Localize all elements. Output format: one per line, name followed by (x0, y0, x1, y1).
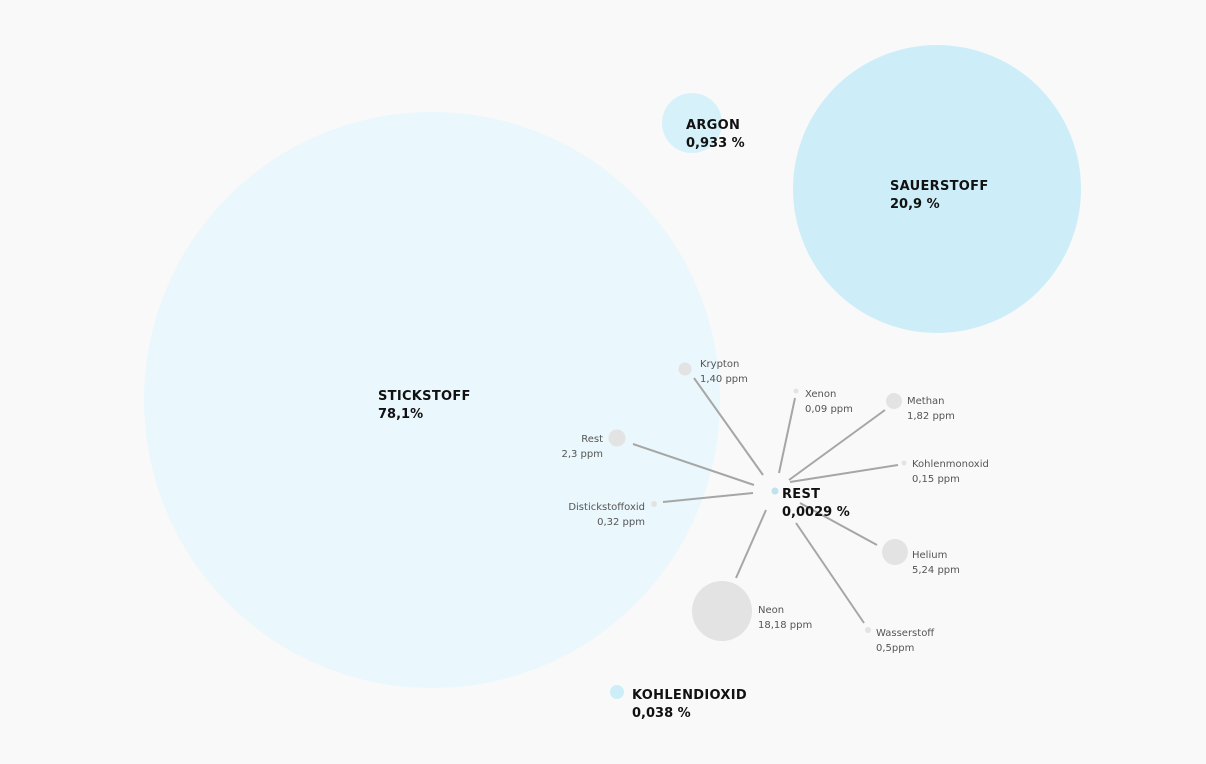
label-xenon-value: 0,09 ppm (805, 404, 853, 415)
label-methan-name: Methan (907, 396, 945, 407)
bubble-helium (882, 539, 908, 565)
spokes-layer (632, 377, 899, 624)
spoke-krypton (693, 377, 764, 476)
label-distickstoffoxid-value: 0,32 ppm (597, 517, 645, 528)
label-helium-value: 5,24 ppm (912, 565, 960, 576)
label-helium-name: Helium (912, 550, 947, 561)
bubble-sauerstoff (793, 45, 1081, 333)
spoke-neon (735, 509, 767, 579)
label-sauerstoff-name: SAUERSTOFF (890, 179, 989, 194)
spoke-xenon (778, 397, 796, 474)
circles-layer (144, 45, 1081, 699)
label-neon-value: 18,18 ppm (758, 620, 812, 631)
labels-layer: STICKSTOFF 78,1% SAUERSTOFF 20,9 % ARGON 0,93… (378, 118, 989, 721)
bubble-neon (692, 581, 752, 641)
bubble-stickstoff (144, 112, 720, 688)
label-kohlenmonoxid-name: Kohlenmonoxid (912, 459, 989, 470)
minor-bubbles-layer (608, 362, 908, 641)
bubble-wasserstoff (865, 627, 871, 633)
label-kohlendioxid-name: KOHLENDIOXID (632, 688, 747, 703)
spoke-kohlenmonoxid (789, 464, 899, 483)
bubble-xenon (793, 388, 799, 394)
label-neon-name: Neon (758, 605, 784, 616)
spoke-helium (799, 502, 878, 546)
label-argon-name: ARGON (686, 118, 740, 133)
label-kohlendioxid-value: 0,038 % (632, 706, 691, 721)
bubble-argon (662, 93, 722, 153)
spoke-wasserstoff (795, 522, 865, 624)
label-rest-value: 0,0029 % (782, 505, 850, 520)
bubble-methan (886, 393, 902, 409)
spoke-distickstoffoxid (662, 492, 754, 503)
label-stickstoff-name: STICKSTOFF (378, 389, 471, 404)
label-wasserstoff-name: Wasserstoff (876, 628, 935, 639)
label-methan-value: 1,82 ppm (907, 411, 955, 422)
bubble-rest (771, 487, 779, 495)
bubble-distickstoffoxid (651, 501, 657, 507)
label-kohlenmonoxid-value: 0,15 ppm (912, 474, 960, 485)
bubble-kohlenmonoxid (901, 460, 907, 466)
label-sauerstoff-value: 20,9 % (890, 197, 940, 212)
spoke-methan (788, 409, 886, 481)
bubble-krypton (678, 362, 692, 376)
bubble-kohlendioxid (610, 685, 624, 699)
spoke-rest2 (632, 443, 755, 486)
label-krypton-value: 1,40 ppm (700, 374, 748, 385)
label-rest-name: REST (782, 487, 820, 502)
label-argon-value: 0,933 % (686, 136, 745, 151)
label-rest2-value: 2,3 ppm (561, 449, 603, 460)
label-stickstoff-value: 78,1% (378, 407, 423, 422)
label-rest2-name: Rest (581, 434, 603, 445)
label-distickstoffoxid-name: Distickstoffoxid (568, 502, 645, 513)
label-krypton-name: Krypton (700, 359, 739, 370)
bubble-rest2 (608, 429, 626, 447)
label-wasserstoff-value: 0,5ppm (876, 643, 914, 654)
label-xenon-name: Xenon (805, 389, 836, 400)
